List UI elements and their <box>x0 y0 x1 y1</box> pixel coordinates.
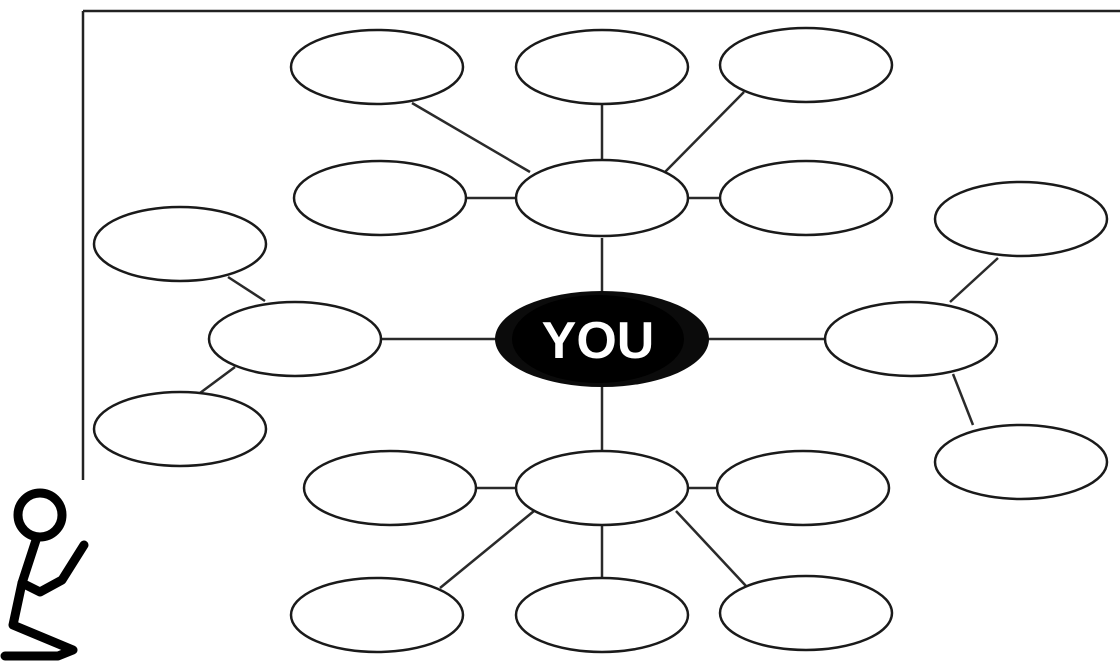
bubble-lower-left <box>304 451 476 525</box>
bubble-top-right <box>720 28 892 102</box>
bubble-bottom-hub <box>516 451 688 525</box>
connector-bottom-hub-downleft <box>440 511 534 588</box>
bubble-upper-left <box>294 161 466 235</box>
bubble-right-upper <box>935 182 1107 256</box>
bubble-lower-right <box>717 451 889 525</box>
center-label: YOU <box>542 312 655 370</box>
bubble-top-center <box>516 30 688 104</box>
figure-arm <box>22 537 84 592</box>
stick-figure-kneeling-icon <box>5 493 84 656</box>
bubble-left-upper <box>94 207 266 281</box>
connector-top-hub-upright <box>665 92 744 172</box>
bubble-bottom-right <box>720 576 892 650</box>
connector-bottom-hub-downright <box>676 511 746 586</box>
connector-top-hub-upleft <box>412 103 530 172</box>
center-node: YOU <box>495 291 709 387</box>
figure-head <box>18 493 62 537</box>
connector-left-hub-down <box>200 367 235 393</box>
bubble-top-left <box>291 30 463 104</box>
connector-left-hub-up <box>228 277 265 301</box>
connector-right-hub-down <box>953 374 973 425</box>
bubble-right-lower <box>935 425 1107 499</box>
bubble-right-hub <box>825 302 997 376</box>
bubble-left-lower <box>94 392 266 466</box>
bubble-top-hub <box>516 160 688 236</box>
connector-right-hub-up <box>950 258 998 302</box>
bubble-bottom-left <box>291 578 463 652</box>
bubble-upper-right <box>720 161 892 235</box>
bubble-bottom-center <box>516 578 688 652</box>
bubble-left-hub <box>209 302 381 376</box>
